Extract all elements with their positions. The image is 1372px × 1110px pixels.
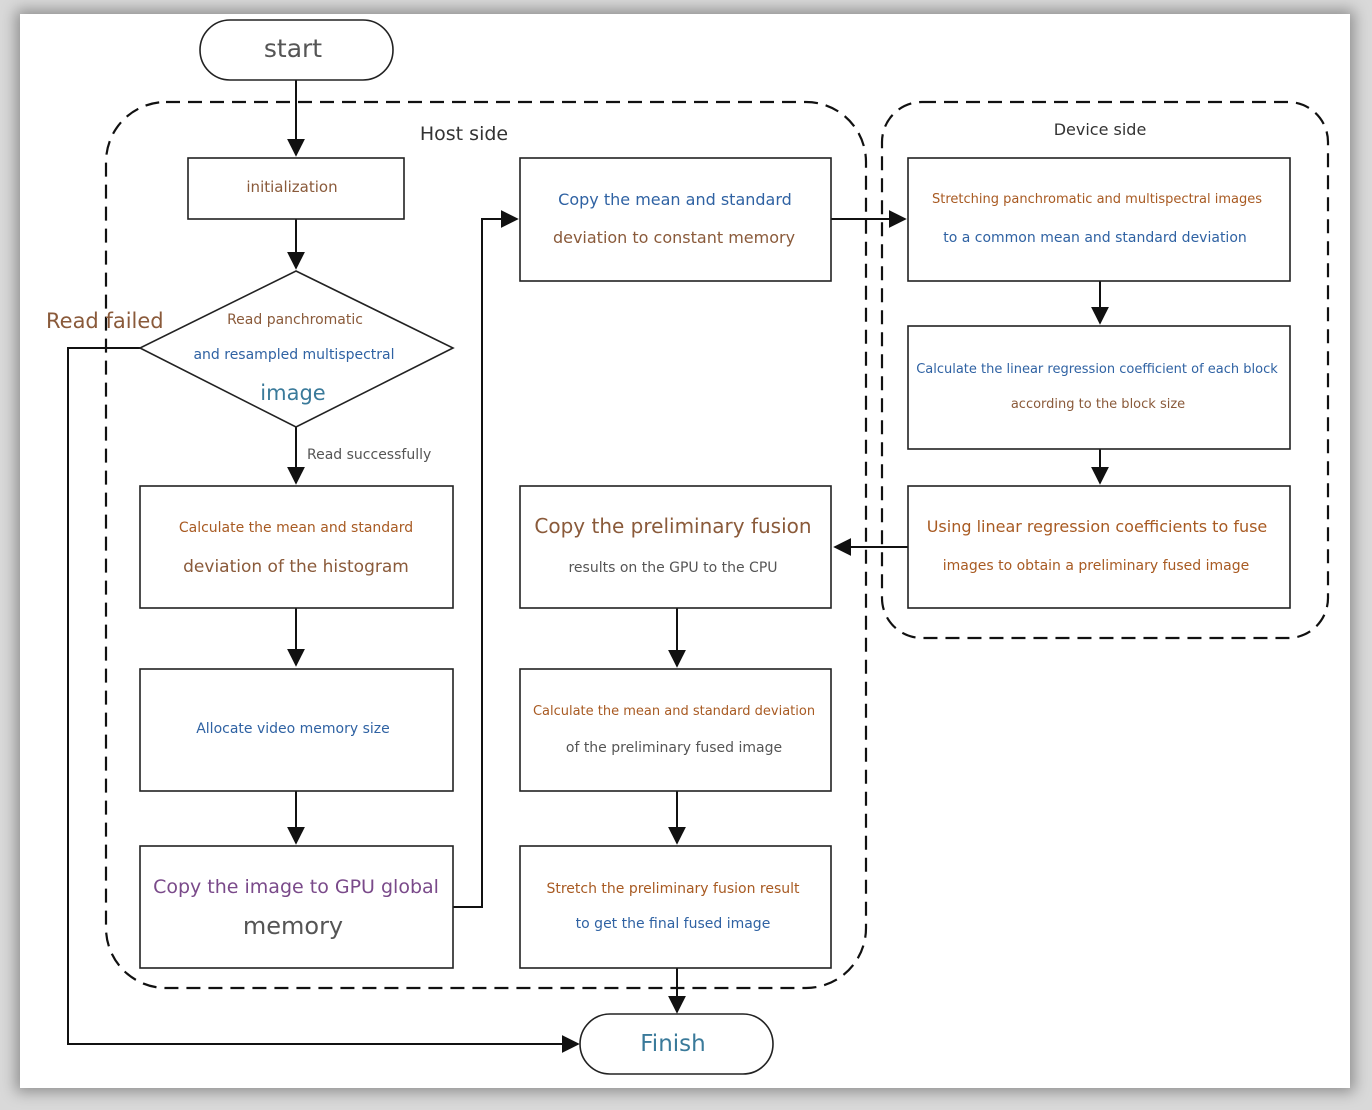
copy-cpu-text-2: results on the GPU to the CPU	[568, 560, 777, 576]
finish-label: Finish	[640, 1031, 705, 1057]
regress-text-2: according to the block size	[1011, 397, 1185, 412]
init-box	[187, 157, 405, 220]
finish-terminal	[579, 1013, 774, 1075]
start-terminal	[199, 19, 394, 81]
stretch-dev-box	[907, 157, 1291, 282]
stretch-final-text-1: Stretch the preliminary fusion result	[546, 881, 800, 897]
start-label: start	[264, 34, 322, 63]
stretch-dev-text-2: to a common mean and standard deviation	[943, 230, 1247, 246]
stretch-dev-text-1: Stretching panchromatic and multispectra…	[932, 192, 1262, 207]
edge-copygpu-copyconst	[453, 210, 519, 908]
fuse-text-2: images to obtain a preliminary fused ima…	[943, 558, 1249, 574]
copy-gpu-text-1: Copy the image to GPU global	[153, 876, 439, 898]
copy-const-text-1: Copy the mean and standard	[558, 190, 792, 209]
read-text-3: image	[260, 381, 325, 405]
copy-cpu-box	[519, 485, 832, 609]
calc-prelim-text-2: of the preliminary fused image	[566, 740, 782, 756]
host-side-label: Host side	[420, 123, 508, 145]
fuse-text-1: Using linear regression coefficients to …	[927, 517, 1268, 536]
copy-const-text-2: deviation to constant memory	[553, 228, 795, 247]
calc-prelim-box	[519, 668, 832, 792]
read-success-label: Read successfully	[307, 447, 431, 463]
fuse-box	[907, 485, 1291, 609]
calc-hist-text-1: Calculate the mean and standard	[179, 520, 413, 536]
host-side-group	[104, 100, 868, 990]
read-text-1: Read panchromatic	[227, 312, 363, 328]
read-decision	[138, 270, 455, 428]
calc-prelim-text-1: Calculate the mean and standard deviatio…	[533, 704, 815, 719]
alloc-box	[139, 668, 454, 792]
regress-box	[907, 325, 1291, 450]
read-text-2: and resampled multispectral	[193, 347, 394, 363]
edges	[67, 80, 1109, 1053]
device-side-group	[880, 100, 1330, 640]
edge-readfailed-finish	[67, 347, 580, 1053]
copy-gpu-text-2: memory	[243, 912, 343, 940]
device-side-label: Device side	[1054, 120, 1147, 139]
copy-const-box	[519, 157, 832, 282]
stretch-final-text-2: to get the final fused image	[576, 916, 771, 932]
regress-text-1: Calculate the linear regression coeffici…	[916, 362, 1278, 377]
init-text: initialization	[246, 178, 337, 196]
alloc-text: Allocate video memory size	[196, 721, 390, 737]
copy-gpu-box	[139, 845, 454, 969]
stretch-final-box	[519, 845, 832, 969]
calc-hist-text-2: deviation of the histogram	[183, 557, 409, 577]
copy-cpu-text-1: Copy the preliminary fusion	[534, 514, 811, 538]
read-failed-label: Read failed	[46, 309, 164, 333]
calc-hist-box	[139, 485, 454, 609]
